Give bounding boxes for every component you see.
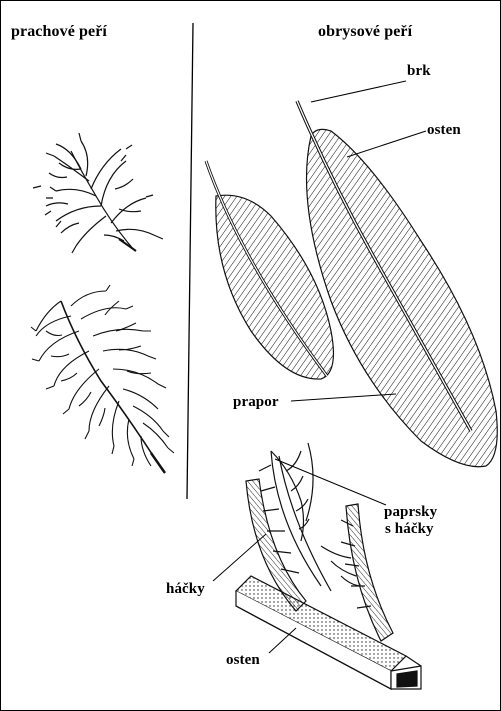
heading-down-feather: prachové peří [11,23,107,40]
leader-osten-bottom [269,628,296,653]
label-brk: brk [407,63,431,80]
label-paprsky-line1: paprsky [384,504,437,521]
down-feather-large [31,285,174,473]
leader-prapor [291,394,396,401]
label-paprsky-line2: s háčky [385,521,434,538]
leader-paprsky [275,459,386,505]
label-prapor: prapor [233,394,279,411]
leader-hacky [213,534,266,581]
divider-line [187,23,193,499]
down-feather-small [33,133,163,253]
label-hacky: háčky [166,581,205,598]
contour-feather-large [297,101,497,467]
leader-brk [311,81,406,102]
leader-osten-top [347,131,426,157]
barb-detail [236,443,421,689]
heading-contour-feather: obrysové peří [318,23,412,40]
label-osten-top: osten [427,122,461,139]
label-osten-bottom: osten [226,652,260,669]
